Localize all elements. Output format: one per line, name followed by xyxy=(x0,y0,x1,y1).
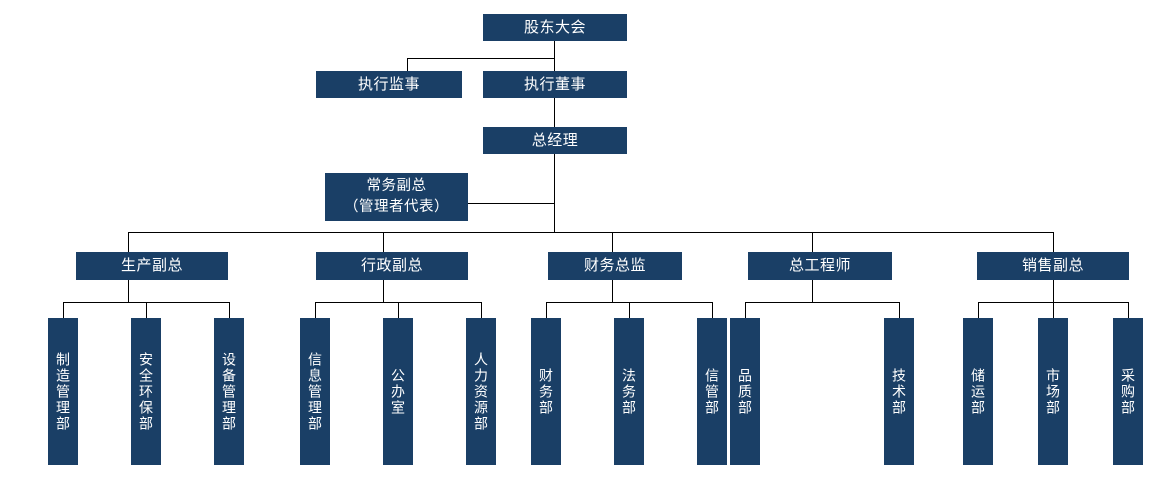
node-dept-hr[interactable]: 人力资源部 xyxy=(466,318,496,465)
node-dept-technology[interactable]: 技术部 xyxy=(884,318,914,465)
node-dept-office[interactable]: 公办室 xyxy=(383,318,413,465)
node-dept-credit[interactable]: 信管部 xyxy=(697,318,727,465)
node-general-manager[interactable]: 总经理 xyxy=(483,127,627,154)
node-cfo[interactable]: 财务总监 xyxy=(548,252,682,280)
connector-to-cfo xyxy=(612,232,613,252)
connector-to-dept-legal xyxy=(629,302,630,318)
connector-to-dept-office xyxy=(398,302,399,318)
connector-director-to-gm xyxy=(554,98,555,127)
connector-standing-deputy xyxy=(468,203,555,204)
connector-to-dept-technology xyxy=(899,302,900,318)
node-dept-storage[interactable]: 储运部 xyxy=(963,318,993,465)
connector-to-dept-hr xyxy=(481,302,482,318)
connector-to-dept-credit xyxy=(712,302,713,318)
node-chief-engineer[interactable]: 总工程师 xyxy=(748,252,892,280)
connector-to-dept-purchasing xyxy=(1128,302,1129,318)
connector-to-vp-administration xyxy=(383,232,384,252)
connector-shareholders-down xyxy=(554,41,555,58)
node-dept-safety-env[interactable]: 安全环保部 xyxy=(131,318,161,465)
connector-to-dept-quality xyxy=(745,302,746,318)
node-vp-production[interactable]: 生产副总 xyxy=(76,252,228,280)
connector-to-director xyxy=(554,58,555,71)
connector-chief-engineer-bar xyxy=(745,302,899,303)
connector-vp-bar xyxy=(128,232,1054,233)
node-dept-market[interactable]: 市场部 xyxy=(1038,318,1068,465)
node-executive-supervisor[interactable]: 执行监事 xyxy=(316,71,462,98)
connector-to-dept-finance xyxy=(546,302,547,318)
connector-to-vp-sales xyxy=(1053,232,1054,252)
node-standing-deputy[interactable]: 常务副总 （管理者代表） xyxy=(325,173,468,221)
node-executive-director[interactable]: 执行董事 xyxy=(483,71,627,98)
connector-to-supervisor xyxy=(407,58,408,71)
node-dept-equipment[interactable]: 设备管理部 xyxy=(214,318,244,465)
connector-to-dept-info-mgmt xyxy=(315,302,316,318)
connector-chief-engineer-down xyxy=(812,280,813,302)
connector-to-dept-safety-env xyxy=(146,302,147,318)
node-shareholders-meeting[interactable]: 股东大会 xyxy=(483,14,627,41)
node-dept-purchasing[interactable]: 采购部 xyxy=(1113,318,1143,465)
connector-vp-sales-down xyxy=(1053,280,1054,302)
connector-to-vp-production xyxy=(128,232,129,252)
node-vp-administration[interactable]: 行政副总 xyxy=(316,252,468,280)
node-dept-legal[interactable]: 法务部 xyxy=(614,318,644,465)
connector-to-dept-storage xyxy=(978,302,979,318)
node-dept-finance[interactable]: 财务部 xyxy=(531,318,561,465)
connector-vp-production-down xyxy=(128,280,129,302)
node-dept-quality[interactable]: 品质部 xyxy=(730,318,760,465)
node-dept-info-mgmt[interactable]: 信息管理部 xyxy=(300,318,330,465)
connector-gm-trunk xyxy=(554,154,555,232)
connector-to-dept-equipment xyxy=(229,302,230,318)
connector-cfo-down xyxy=(612,280,613,302)
node-dept-manufacturing[interactable]: 制造管理部 xyxy=(48,318,78,465)
connector-to-dept-manufacturing xyxy=(63,302,64,318)
connector-shareholders-bar xyxy=(407,58,555,59)
connector-to-dept-market xyxy=(1053,302,1054,318)
node-vp-sales[interactable]: 销售副总 xyxy=(977,252,1129,280)
connector-vp-administration-down xyxy=(383,280,384,302)
connector-to-chief-engineer xyxy=(812,232,813,252)
